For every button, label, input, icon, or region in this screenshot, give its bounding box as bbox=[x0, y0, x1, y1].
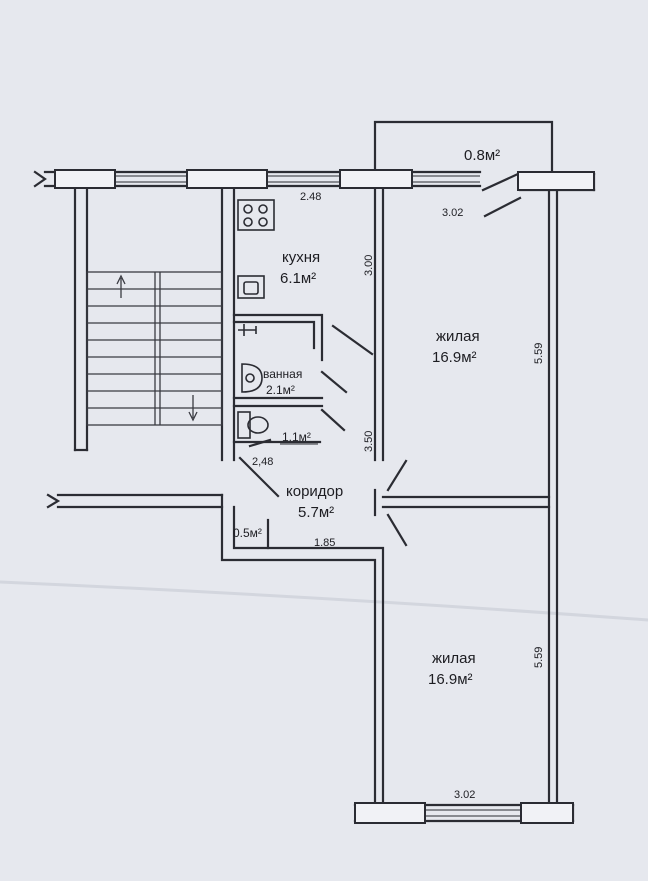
window-living2-right bbox=[520, 802, 574, 824]
dim-bath-length: 3.50 bbox=[363, 431, 375, 452]
paper-fold bbox=[0, 580, 648, 622]
dim-kitchen-width: 2.48 bbox=[300, 191, 321, 203]
dim-kitchen-length: 3.00 bbox=[363, 255, 375, 276]
toilet-area: 1.1м² bbox=[282, 430, 311, 444]
fixtures bbox=[237, 199, 275, 439]
stove-icon bbox=[237, 199, 275, 231]
dim-balcony-door: 3.02 bbox=[442, 207, 463, 219]
living2-area: 16.9м² bbox=[428, 671, 473, 688]
kitchen-name: кухня bbox=[282, 249, 320, 266]
dim-living2-length: 5.59 bbox=[533, 647, 545, 668]
bathroom-area: 2.1м² bbox=[266, 383, 295, 397]
window-kitchen bbox=[186, 169, 268, 189]
dim-corridor-width: 1.85 bbox=[314, 537, 335, 549]
bathtub-icon bbox=[241, 363, 263, 393]
walls bbox=[33, 120, 596, 823]
bath-sink-icon bbox=[238, 324, 257, 336]
window-living1 bbox=[339, 169, 413, 189]
closet-area: 0.5м² bbox=[233, 526, 262, 540]
living1-name: жилая bbox=[436, 328, 480, 345]
window-balcony-door bbox=[517, 171, 595, 191]
dim-living1-length: 5.59 bbox=[533, 343, 545, 364]
balcony-area: 0.8м² bbox=[464, 147, 500, 164]
living2-name: жилая bbox=[432, 650, 476, 667]
windows bbox=[54, 169, 595, 824]
dim-living2-width: 3.02 bbox=[454, 789, 475, 801]
kitchen-area: 6.1м² bbox=[280, 270, 316, 287]
corridor-name: коридор bbox=[286, 483, 343, 500]
window-living2-left bbox=[354, 802, 426, 824]
kitchen-sink-icon bbox=[237, 275, 265, 299]
window-stair bbox=[54, 169, 116, 189]
dim-bath-width: 2,48 bbox=[252, 456, 273, 468]
bathroom-name: ванная bbox=[263, 367, 302, 381]
staircase bbox=[86, 271, 223, 426]
toilet-icon bbox=[237, 411, 269, 439]
corridor-area: 5.7м² bbox=[298, 504, 334, 521]
living1-area: 16.9м² bbox=[432, 349, 477, 366]
